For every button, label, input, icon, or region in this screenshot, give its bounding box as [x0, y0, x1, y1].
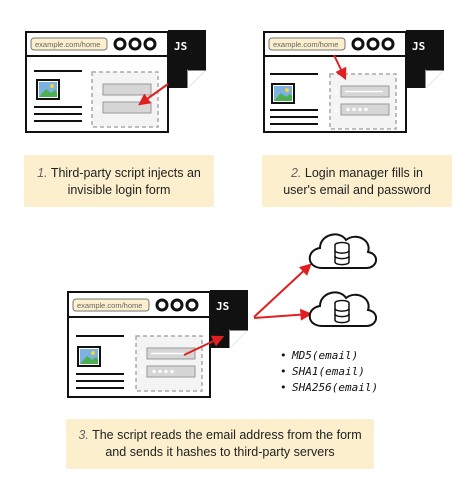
caption-text: The script reads the email address from … — [92, 428, 362, 459]
window-dot-icon — [170, 298, 184, 312]
image-icon — [36, 79, 60, 100]
hash-item: SHA256(email) — [280, 380, 378, 396]
send-arrow-lower — [253, 308, 313, 321]
hash-item: MD5(email) — [280, 348, 378, 364]
js-label: JS — [174, 40, 187, 53]
window-dot-icon — [381, 37, 395, 51]
window-dot-icon — [351, 37, 365, 51]
panel-2-text-lines — [270, 73, 318, 125]
database-cloud-icon — [308, 291, 377, 327]
panel-1-address-bar[interactable] — [30, 37, 108, 51]
caption-step-3: 3. The script reads the email address fr… — [66, 419, 374, 469]
panel-2-url-text: example.com/home — [273, 40, 338, 49]
panel-3-url-text: example.com/home — [77, 301, 142, 310]
panel-1-text-lines — [34, 70, 82, 122]
window-dot-icon — [366, 37, 380, 51]
panel-1-invisible-form: 1 2 — [91, 71, 159, 128]
window-dot-icon — [143, 37, 157, 51]
caption-step-number: 2. — [290, 166, 302, 180]
panel-3-filled-form: 1 2 — [135, 335, 203, 392]
panel-1-browser-window: example.com/home 1 2 — [25, 31, 169, 133]
inject-arrow — [138, 83, 169, 106]
caption-step-number: 1. — [37, 166, 48, 180]
form-field-number: 2 — [140, 369, 144, 376]
panel-3-text-lines — [76, 335, 124, 389]
js-file-icon: JS — [168, 30, 206, 88]
fill-arrow — [333, 54, 347, 81]
panel-2-filled-form: 1 2 — [329, 73, 397, 130]
form-field-number: 2 — [96, 105, 100, 112]
caption-step-number: 3. — [78, 428, 89, 442]
js-label: JS — [216, 300, 229, 313]
caption-step-2: 2. Login manager fills in user's email a… — [262, 155, 452, 207]
window-dot-icon — [113, 37, 127, 51]
database-cloud-icon — [308, 233, 377, 269]
panel-3-browser-window: example.com/home 1 2 — [67, 291, 211, 398]
js-label: JS — [412, 40, 425, 53]
form-field-number: 2 — [334, 107, 338, 114]
form-field-number: 1 — [96, 87, 100, 94]
window-dot-icon — [128, 37, 142, 51]
panel-3-address-bar[interactable] — [72, 298, 150, 312]
js-file-icon: JS — [210, 290, 248, 348]
panel-2-address-bar[interactable] — [268, 37, 346, 51]
form-field-number: 1 — [334, 89, 338, 96]
send-arrow-upper — [253, 263, 312, 318]
hash-list: MD5(email) SHA1(email) SHA256(email) — [280, 348, 378, 396]
image-icon — [271, 83, 295, 104]
caption-text: Login manager fills in user's email and … — [283, 166, 431, 197]
js-file-icon: JS — [406, 30, 444, 88]
panel-1-url-text: example.com/home — [35, 40, 100, 49]
read-arrow — [183, 335, 225, 356]
image-icon — [77, 346, 101, 367]
caption-text: Third-party script injects an invisible … — [50, 166, 201, 197]
form-field-number: 1 — [140, 351, 144, 358]
panel-2-browser-window: example.com/home 1 2 — [263, 31, 407, 133]
caption-step-1: 1. Third-party script injects an invisib… — [24, 155, 214, 207]
window-dot-icon — [185, 298, 199, 312]
hash-item: SHA1(email) — [280, 364, 378, 380]
window-dot-icon — [155, 298, 169, 312]
